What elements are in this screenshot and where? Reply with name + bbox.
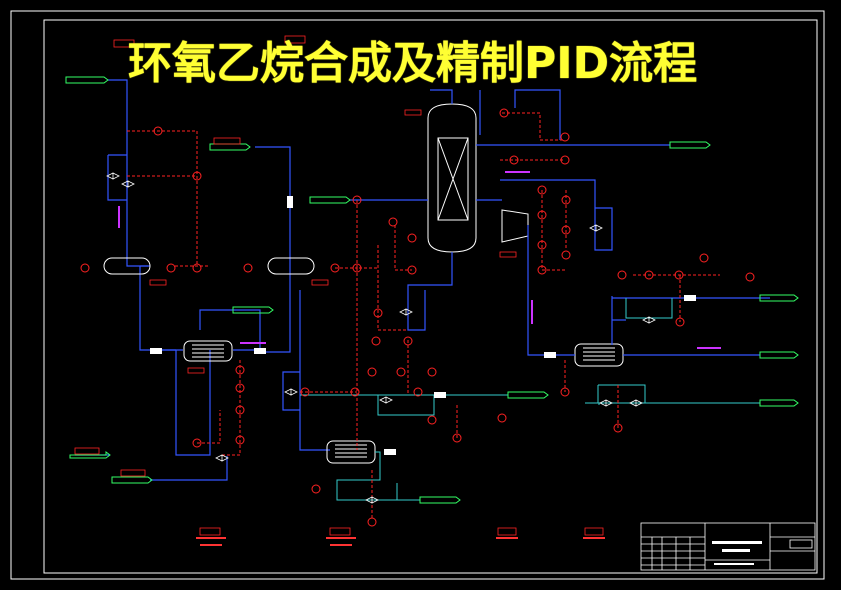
drum-left-2: [267, 257, 315, 275]
left-process-lines: [75, 79, 330, 481]
outer-frame: [10, 10, 825, 580]
offpage-arrows: [65, 76, 799, 504]
drawing-title: 环氧乙烷合成及精制PID流程: [128, 38, 698, 89]
title-block-fill: [712, 541, 762, 565]
reactor-column: [427, 103, 477, 253]
drum-left-1: [103, 257, 151, 275]
heat-exchanger-1: [183, 340, 233, 362]
heat-exchanger-2: [326, 440, 376, 464]
heat-exchanger-3: [574, 343, 624, 367]
tag-labels: [74, 35, 604, 536]
compressor: [501, 209, 529, 243]
center-process-lines: [350, 89, 770, 356]
inner-frame: [43, 19, 818, 574]
inline-blocks: [150, 196, 696, 455]
control-valves: [106, 172, 656, 504]
cyan-lines: [300, 298, 760, 501]
magenta-markers: [118, 171, 721, 349]
center-signal-lines: [300, 112, 720, 520]
instrument-bubbles: [80, 108, 755, 527]
title-block: [640, 522, 816, 571]
bottom-red-text: [196, 537, 605, 546]
